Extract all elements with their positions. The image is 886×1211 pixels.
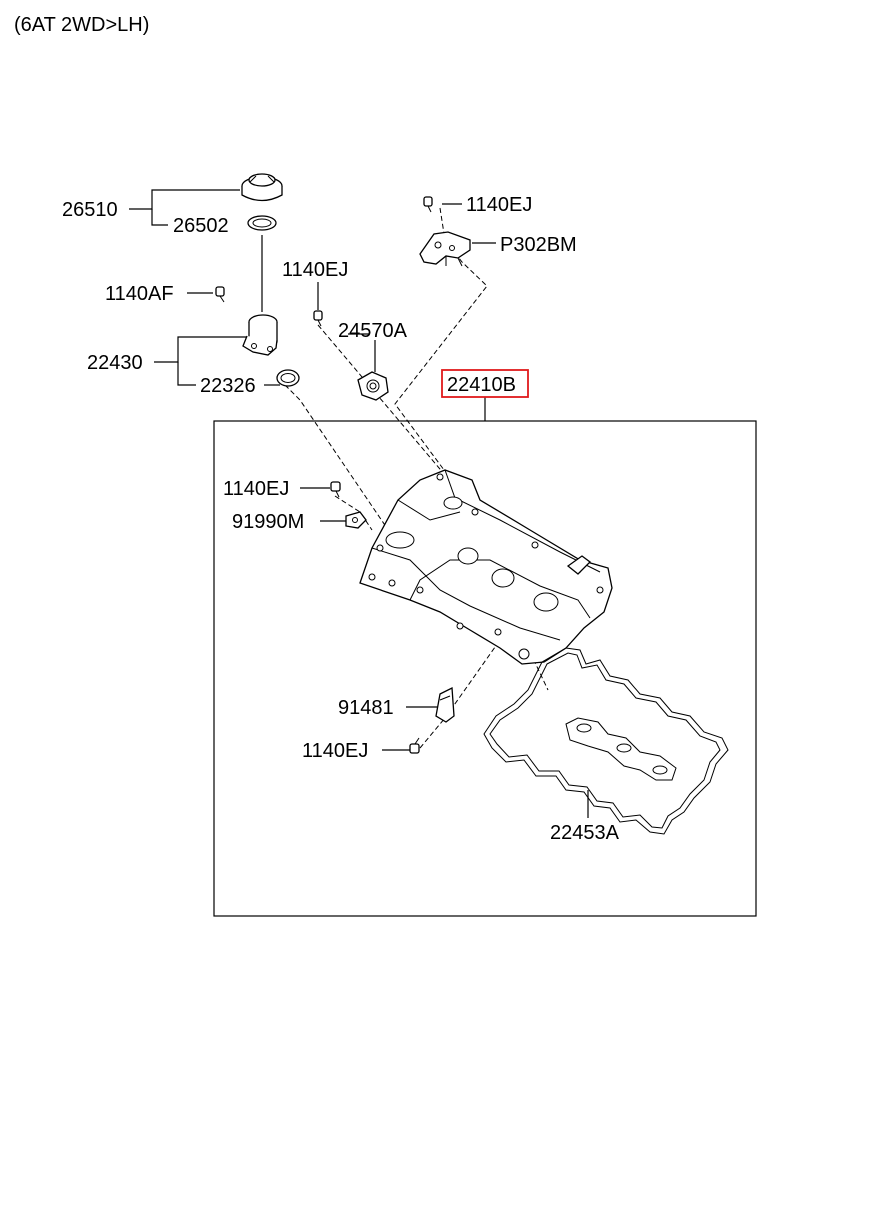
part-number-p302bm[interactable]: P302BM bbox=[500, 234, 577, 256]
page-header-variant: (6AT 2WD>LH) bbox=[14, 14, 150, 36]
part-number-24570a[interactable]: 24570A bbox=[338, 320, 408, 342]
part-number-22453a[interactable]: 22453A bbox=[550, 822, 620, 844]
highlight-box-22410b bbox=[441, 369, 529, 398]
clip-91481-icon bbox=[435, 686, 455, 723]
part-number-1140ej-top[interactable]: 1140EJ bbox=[466, 194, 532, 216]
part-number-91481[interactable]: 91481 bbox=[338, 697, 394, 719]
bolt-1140af-icon bbox=[215, 286, 225, 303]
bolt-1140ej-mid-icon bbox=[313, 310, 323, 327]
o-ring-icon bbox=[276, 369, 300, 387]
cap-gasket-icon bbox=[247, 215, 277, 231]
bracket-p302bm-icon bbox=[419, 231, 471, 267]
grommet-24570a-icon bbox=[357, 371, 389, 401]
bolt-1140ej-bottom-icon bbox=[409, 737, 420, 754]
oil-filler-cap-icon bbox=[241, 173, 283, 202]
part-number-22326[interactable]: 22326 bbox=[200, 375, 256, 397]
part-number-22410b[interactable]: 22410B bbox=[447, 374, 516, 396]
bolt-1140ej-top-icon bbox=[423, 196, 433, 213]
part-number-1140ej-left[interactable]: 1140EJ bbox=[223, 478, 289, 500]
part-number-22430[interactable]: 22430 bbox=[87, 352, 143, 374]
assembly-frame bbox=[213, 420, 757, 917]
bracket-91990m-icon bbox=[345, 511, 367, 529]
part-number-1140af[interactable]: 1140AF bbox=[105, 283, 174, 305]
part-number-91990m[interactable]: 91990M bbox=[232, 511, 304, 533]
part-number-26510[interactable]: 26510 bbox=[62, 199, 118, 221]
cover-gasket-icon bbox=[483, 647, 729, 835]
oil-filler-neck-icon bbox=[242, 314, 278, 356]
cylinder-head-cover-icon bbox=[359, 469, 613, 665]
part-number-1140ej-bottom[interactable]: 1140EJ bbox=[302, 740, 368, 762]
part-number-1140ej-mid[interactable]: 1140EJ bbox=[282, 259, 348, 281]
part-number-26502[interactable]: 26502 bbox=[173, 215, 229, 237]
bolt-1140ej-left-icon bbox=[330, 481, 341, 498]
